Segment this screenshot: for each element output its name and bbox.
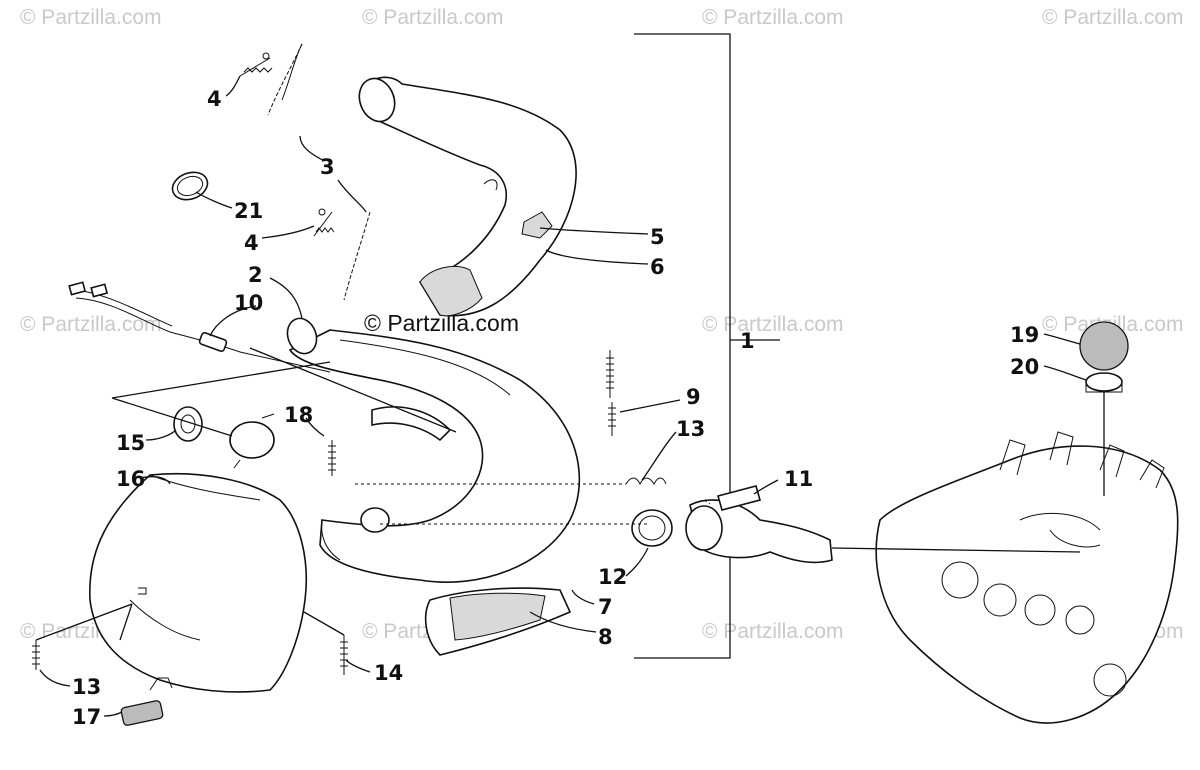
callout-15: 15 bbox=[116, 431, 145, 455]
heat-shield-8 bbox=[424, 587, 572, 656]
callout-18: 18 bbox=[284, 403, 313, 427]
callout-9: 9 bbox=[686, 385, 701, 409]
watermark: © Partzilla.com bbox=[20, 6, 162, 29]
callout-17: 17 bbox=[72, 705, 101, 729]
watermark: © Partzilla.com bbox=[362, 6, 504, 29]
callout-14: 14 bbox=[374, 661, 403, 685]
clamp-21 bbox=[171, 171, 209, 201]
callout-21: 21 bbox=[234, 199, 263, 223]
callout-numbers: 1 2 3 4 4 5 6 7 8 9 10 11 12 13 13 14 15… bbox=[72, 87, 1039, 729]
callout-4: 4 bbox=[207, 87, 222, 111]
spring-13-right bbox=[625, 477, 667, 486]
muffler-inlet-ring bbox=[229, 413, 275, 469]
callout-4: 4 bbox=[244, 231, 259, 255]
grommet-17 bbox=[120, 677, 173, 726]
exhaust-manifold-11 bbox=[685, 485, 833, 564]
chain-3-mid bbox=[343, 211, 371, 301]
upper-exhaust-pipe bbox=[358, 76, 577, 317]
callout-13: 13 bbox=[676, 417, 705, 441]
gasket-12 bbox=[631, 509, 673, 547]
callout-5: 5 bbox=[650, 225, 665, 249]
gasket-12-inner bbox=[638, 515, 666, 541]
spring-14 bbox=[340, 635, 348, 675]
spring-4-mid bbox=[313, 208, 335, 237]
callout-12: 12 bbox=[598, 565, 627, 589]
main-exhaust-pipe bbox=[286, 317, 581, 583]
callout-7: 7 bbox=[598, 595, 613, 619]
engine-block bbox=[875, 431, 1179, 724]
callout-2: 2 bbox=[248, 263, 263, 287]
cap-19 bbox=[1079, 321, 1129, 371]
watermark: © Partzilla.com bbox=[20, 313, 162, 336]
watermark: © Partzilla.com bbox=[1042, 6, 1184, 29]
chain-3-top bbox=[267, 43, 303, 116]
leader-lines bbox=[35, 75, 1105, 717]
springs-9 bbox=[606, 350, 616, 436]
watermark: © Partzilla.com bbox=[702, 6, 844, 29]
callout-6: 6 bbox=[650, 255, 665, 279]
callout-3: 3 bbox=[320, 155, 335, 179]
watermark: © Partzilla.com bbox=[702, 620, 844, 643]
assembly-bracket bbox=[634, 33, 780, 659]
muffler-16 bbox=[88, 472, 308, 693]
watermark: © Partzilla.com bbox=[702, 313, 844, 336]
callout-13: 13 bbox=[72, 675, 101, 699]
spring-4-top bbox=[239, 52, 273, 77]
callout-19: 19 bbox=[1010, 323, 1039, 347]
callout-1: 1 bbox=[740, 329, 755, 353]
seal-20 bbox=[1085, 372, 1123, 393]
spring-13-left bbox=[32, 640, 40, 670]
spring-18 bbox=[328, 440, 336, 476]
callout-11: 11 bbox=[784, 467, 813, 491]
callout-10: 10 bbox=[234, 291, 263, 315]
callout-16: 16 bbox=[116, 467, 145, 491]
gasket-15 bbox=[173, 406, 203, 442]
alignment-lines bbox=[355, 483, 711, 525]
callout-20: 20 bbox=[1010, 355, 1039, 379]
callout-8: 8 bbox=[598, 625, 613, 649]
